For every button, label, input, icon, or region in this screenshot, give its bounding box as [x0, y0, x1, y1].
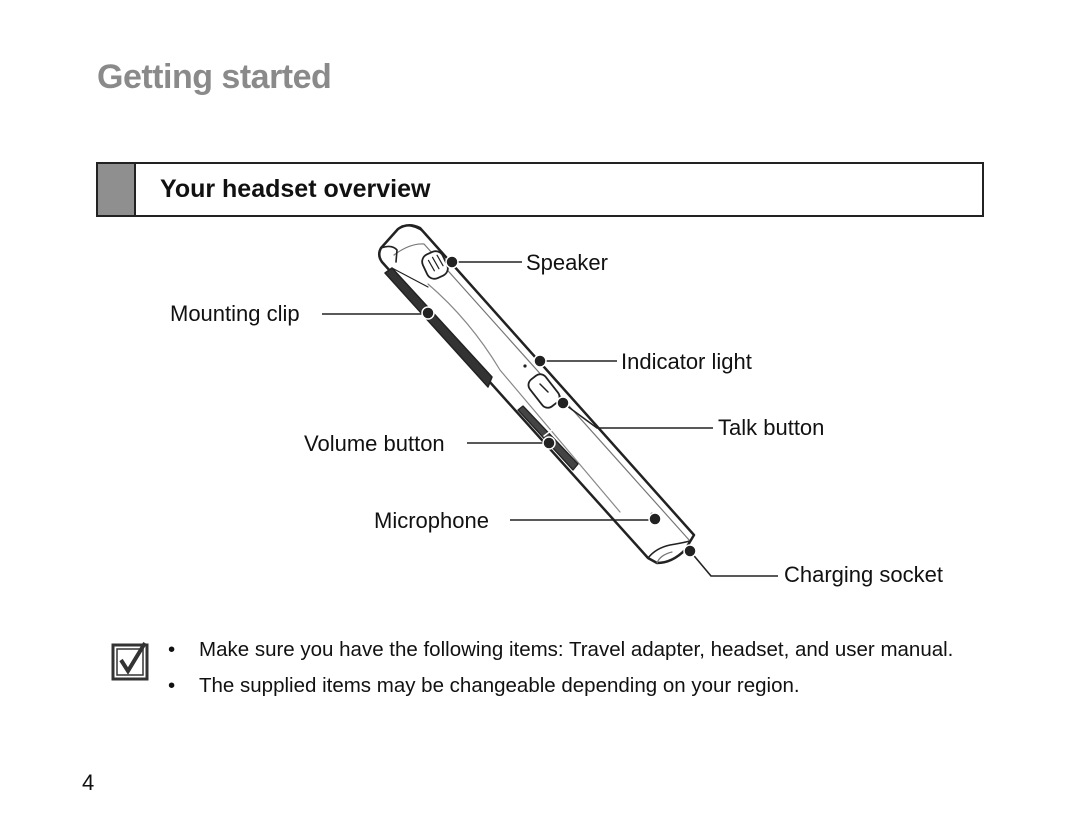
note-item: Make sure you have the following items: …	[168, 636, 968, 663]
notes-list: Make sure you have the following items: …	[168, 636, 968, 708]
note-item: The supplied items may be changeable dep…	[168, 672, 968, 699]
callout-dots	[421, 255, 697, 558]
label-speaker: Speaker	[526, 250, 608, 275]
callout-dot-charging-socket	[683, 544, 697, 558]
section-header: Your headset overview	[96, 162, 984, 217]
callout-dot-speaker	[445, 255, 459, 269]
page-title: Getting started	[97, 58, 332, 96]
callout-dot-indicator-light	[533, 354, 547, 368]
label-mounting-clip: Mounting clip	[170, 301, 300, 326]
section-tab-marker	[98, 164, 136, 215]
label-microphone: Microphone	[374, 508, 489, 533]
callout-line-charging-socket	[689, 550, 778, 577]
callout-lines	[322, 261, 778, 577]
callout-dot-talk-button	[556, 396, 570, 410]
callout-line-talk-button	[562, 402, 713, 429]
section-title: Your headset overview	[160, 175, 431, 203]
callout-dot-mounting-clip	[421, 306, 435, 320]
label-charging-socket: Charging socket	[784, 562, 943, 587]
page-number: 4	[82, 770, 95, 795]
callout-dot-microphone	[648, 512, 662, 526]
headset-illustration	[378, 224, 696, 565]
label-volume-button: Volume button	[304, 431, 445, 456]
checkbox-check-icon	[111, 641, 149, 681]
callout-dot-volume-button	[542, 436, 556, 450]
label-indicator-light: Indicator light	[621, 349, 752, 374]
label-talk-button: Talk button	[718, 415, 825, 440]
